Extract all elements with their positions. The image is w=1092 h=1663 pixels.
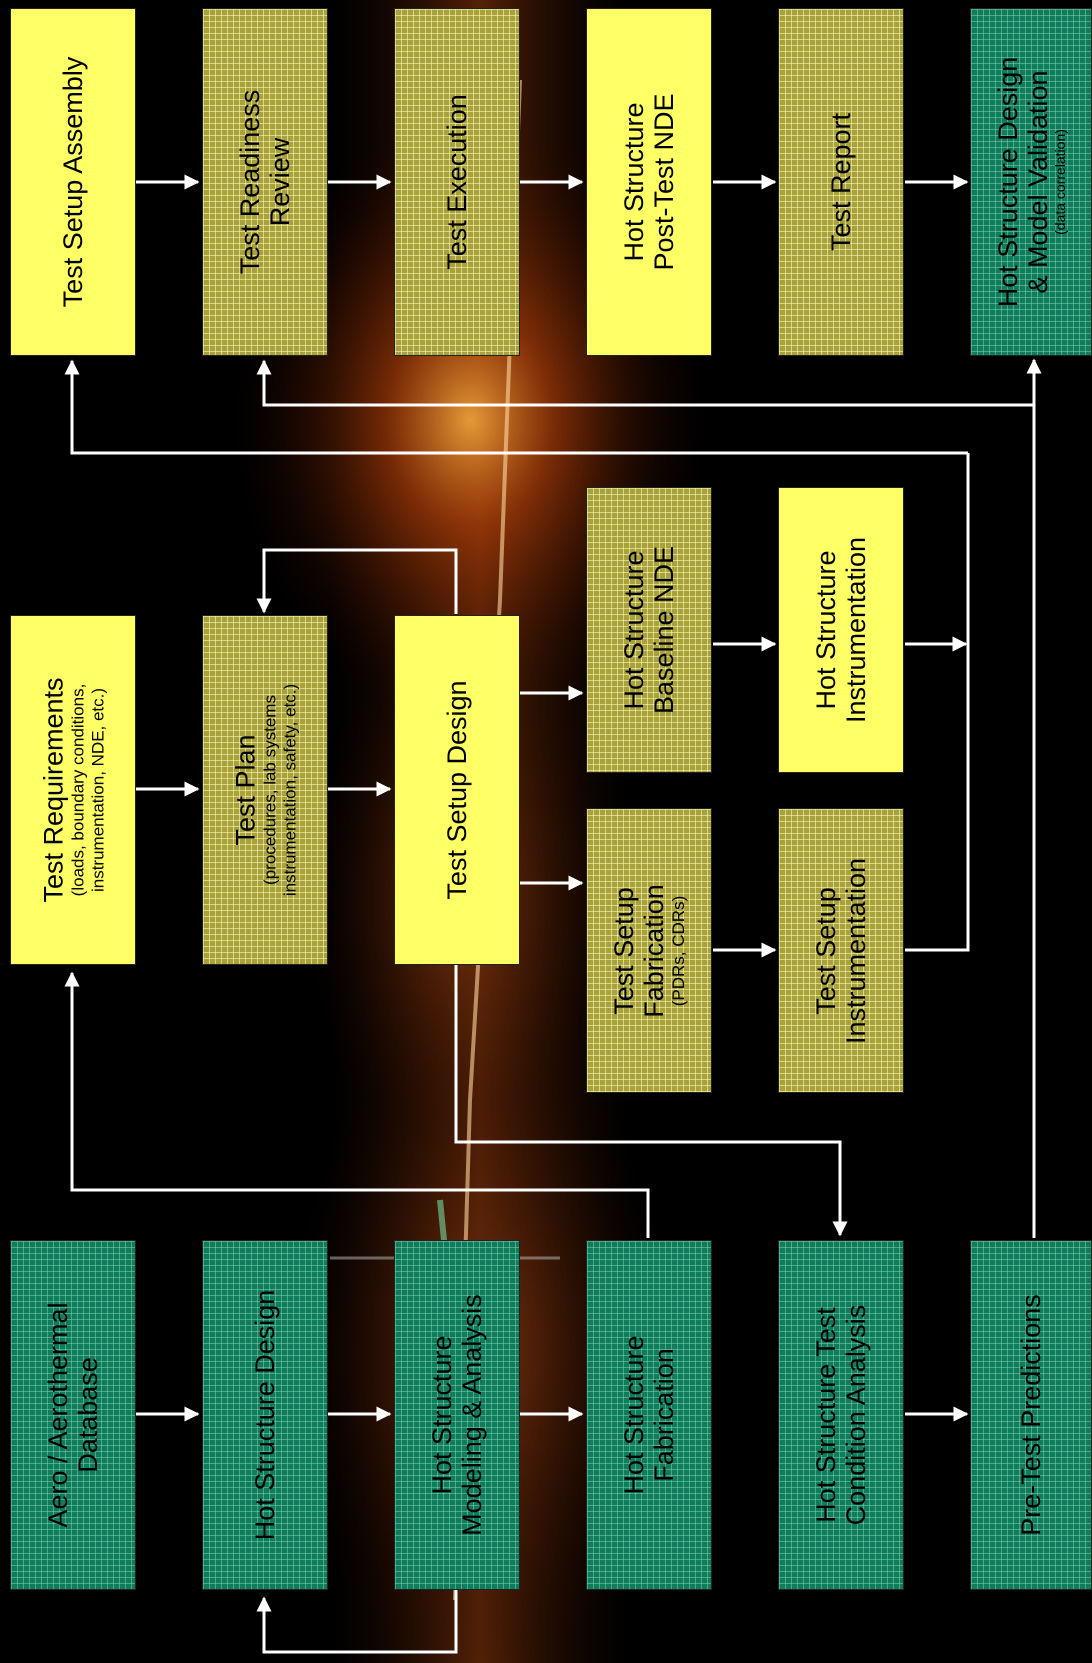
box-title: Test Readiness [234,89,265,275]
box-test-requirements: Test Requirements(loads, boundary condit… [10,615,136,965]
box-title: Test Setup [810,886,841,1015]
box-hot-structure-design: Hot Structure Design [202,1240,328,1590]
box-title: Test Execution [441,94,472,270]
box-test-setup-design: Test Setup Design [394,615,520,965]
arrow-bus-to-assembly [64,359,968,455]
box-note: (PDRs, CDRs) [669,895,689,1006]
box-note: (data correlation) [1052,129,1069,235]
box-title: Test Setup [608,886,639,1015]
box-title: Hot Structure Design [249,1289,280,1541]
box-test-execution: Test Execution [394,8,520,356]
arrow-design-loop-to-plan [256,548,458,614]
arrow-validation-to-review [256,359,1034,407]
arrow-design-to-condition-analysis [454,965,848,1237]
box-pre-test-predictions: Pre-Test Predictions [970,1240,1092,1590]
box-title-2: Post-Test NDE [649,93,679,271]
box-test-report: Test Report [778,8,904,356]
box-title: Pre-Test Predictions [1015,1294,1046,1536]
box-title: Hot Structure [810,550,841,710]
box-title-2: Review [265,137,295,227]
box-title-2: Fabrication [639,883,670,1018]
box-title-2: Fabrication [649,1348,679,1482]
box-title-2: Database [73,1357,103,1473]
box-note-1: (loads, boundary conditions, [68,683,88,897]
line-setup-instr-to-bus [905,453,970,952]
box-title: Aero / Aerothermal [42,1302,73,1528]
box-note-2: instrumentation, safety, etc.) [280,683,300,897]
box-title-2: Condition Analysis [841,1304,871,1526]
box-title: Test Requirements [38,677,69,903]
box-title: Hot Structure [426,1335,457,1495]
box-title-2: Modeling & Analysis [457,1294,487,1536]
box-note-2: instrumentation, NDE, etc.) [88,687,108,893]
box-title-2: Instrumentation [841,857,871,1044]
box-title: Hot Structure [618,102,649,262]
box-title: Hot Structure [618,1335,649,1495]
box-title: Hot Structure Design [992,56,1023,308]
box-title: Hot Structure [618,550,649,710]
box-test-setup-assembly: Test Setup Assembly [10,8,136,356]
box-title-2: Instrumentation [841,536,871,724]
arrow-fabrication-to-requirements [64,971,650,1238]
box-note-1: (procedures, lab systems [260,695,280,885]
box-title-2: Baseline NDE [649,545,679,715]
arrow-modeling-loop-to-hs-design [256,1590,458,1654]
box-title: Test Setup Design [441,680,472,900]
box-title: Test Setup Assembly [57,56,88,308]
box-title-2: & Model Validation [1023,70,1054,294]
box-title: Hot Structure Test [810,1307,841,1523]
box-model-validation: Hot Structure Design& Model Validation(d… [970,8,1092,356]
box-title: Test Plan [230,734,261,846]
box-title: Test Report [825,112,856,252]
